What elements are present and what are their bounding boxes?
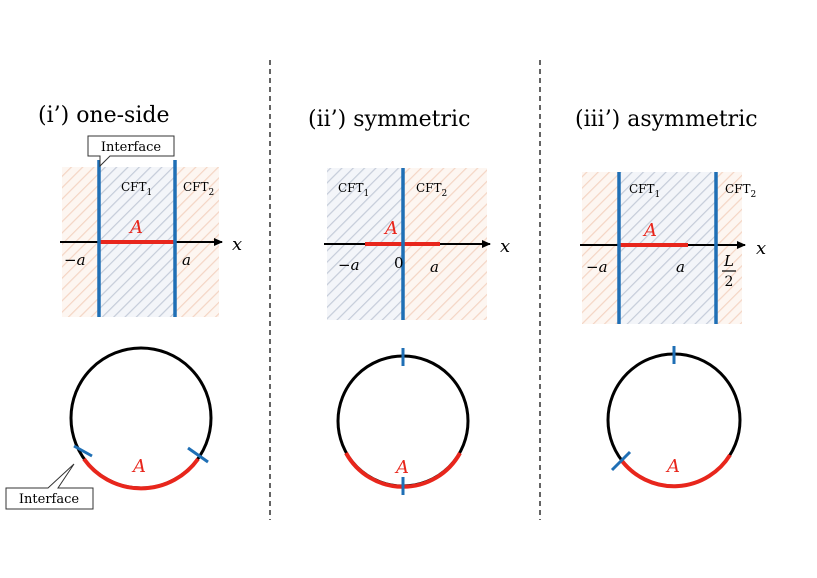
svg-text:2: 2: [725, 274, 734, 290]
circle-region-a-arc: [620, 453, 732, 489]
svg-text:L: L: [723, 252, 734, 270]
tick-half-l: L 2: [722, 252, 736, 290]
svg-text:Interface: Interface: [101, 140, 161, 155]
interface-callout-bottom: Interface: [5, 463, 94, 510]
circle-region-a-label: A: [394, 457, 409, 478]
panel-asymmetric: (iii’) asymmetric CFT1 CFT2 A x −a a L 2…: [575, 107, 766, 489]
tick-minus-a: −a: [64, 251, 86, 269]
region-a-label: A: [383, 218, 398, 239]
panel-title: (ii’) symmetric: [308, 107, 470, 132]
circle-region-a-label: A: [131, 456, 146, 477]
panel-symmetric: (ii’) symmetric CFT1 CFT2 A x −a 0 a A: [308, 107, 510, 495]
axis-x-label: x: [232, 234, 242, 255]
interface-callout-top: Interface: [87, 135, 175, 168]
tick-zero: 0: [394, 254, 404, 272]
tick-minus-a: −a: [586, 258, 608, 276]
circle-interface-mark-left: [610, 450, 632, 472]
tick-a: a: [676, 258, 685, 276]
cft1-label: CFT1: [121, 180, 152, 198]
circle-region-a-arc: [82, 457, 200, 491]
cft2-label: CFT2: [416, 181, 447, 199]
region-a-label: A: [128, 217, 143, 238]
panel-title: (iii’) asymmetric: [575, 107, 758, 132]
cft1-region: [619, 172, 716, 324]
tick-a: a: [430, 258, 439, 276]
cft2-label: CFT2: [725, 182, 756, 200]
region-a-label: A: [642, 220, 657, 241]
circle-interface-mark-right: [187, 446, 209, 464]
cft2-region-left: [582, 172, 619, 324]
axis-x-label: x: [756, 238, 766, 259]
panel-one-side: (i’) one-side CFT1 CFT2 A x −a a Interfa…: [5, 103, 242, 510]
circle-interface-mark-left: [73, 444, 93, 458]
axis-x-label: x: [500, 236, 510, 257]
cft2-label: CFT2: [183, 180, 214, 198]
panel-title: (i’) one-side: [38, 103, 169, 128]
cft1-label: CFT1: [629, 182, 660, 200]
circle-region-a-label: A: [665, 456, 680, 477]
cft1-label: CFT1: [338, 181, 369, 199]
svg-text:Interface: Interface: [19, 492, 79, 507]
tick-a: a: [182, 251, 191, 269]
tick-minus-a: −a: [338, 256, 360, 274]
